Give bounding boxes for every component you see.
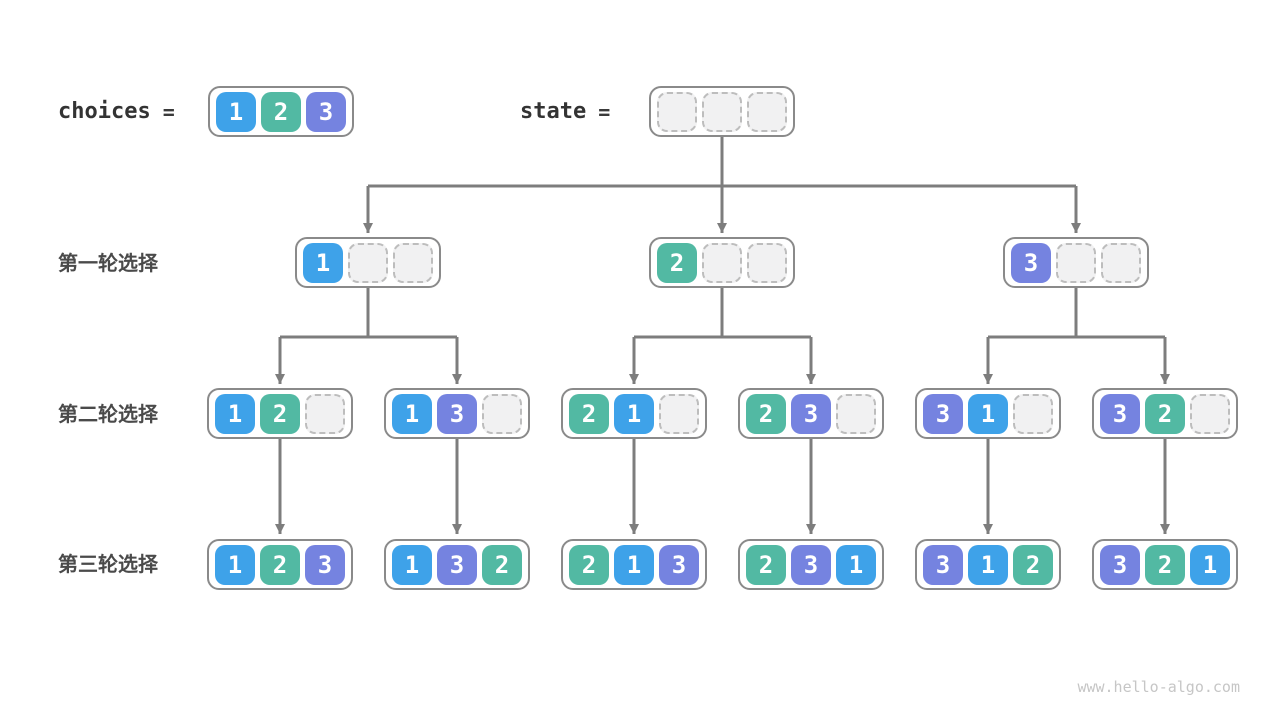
value-cell: 2 — [1013, 544, 1053, 585]
value-cell: 2 — [260, 393, 300, 434]
round-1-state-box: 3 — [1003, 237, 1149, 288]
empty-slot — [305, 393, 345, 434]
round-1-label: 第一轮选择 — [58, 251, 158, 275]
empty-slot — [657, 91, 697, 132]
empty-slot — [348, 242, 388, 283]
value-cell: 3 — [1011, 242, 1051, 283]
choices-label: choices — [58, 99, 151, 124]
empty-slot — [659, 393, 699, 434]
value-cell: 3 — [1100, 393, 1140, 434]
value-cell: 1 — [216, 91, 256, 132]
round-1-state-box: 1 — [295, 237, 441, 288]
empty-slot — [702, 91, 742, 132]
round-1-state-box: 2 — [649, 237, 795, 288]
value-cell: 2 — [1145, 393, 1185, 434]
watermark: www.hello-algo.com — [1077, 678, 1240, 696]
state-equals-sign: = — [598, 99, 611, 124]
value-cell: 3 — [659, 544, 699, 585]
round-3-label: 第三轮选择 — [58, 552, 158, 576]
state-label: state — [520, 99, 587, 124]
round-2-label: 第二轮选择 — [58, 402, 158, 426]
value-cell: 3 — [923, 544, 963, 585]
empty-slot — [747, 242, 787, 283]
empty-slot — [747, 91, 787, 132]
value-cell: 3 — [437, 393, 477, 434]
empty-slot — [1190, 393, 1230, 434]
value-cell: 2 — [261, 91, 301, 132]
value-cell: 1 — [215, 393, 255, 434]
value-cell: 2 — [746, 544, 786, 585]
value-cell: 2 — [569, 393, 609, 434]
state-box — [649, 86, 795, 137]
value-cell: 3 — [305, 544, 345, 585]
empty-slot — [1013, 393, 1053, 434]
value-cell: 1 — [836, 544, 876, 585]
choices-equals-sign: = — [162, 99, 175, 124]
empty-slot — [1101, 242, 1141, 283]
value-cell: 1 — [392, 544, 432, 585]
empty-slot — [1056, 242, 1096, 283]
value-cell: 1 — [968, 393, 1008, 434]
value-cell: 1 — [614, 544, 654, 585]
value-cell: 1 — [303, 242, 343, 283]
empty-slot — [836, 393, 876, 434]
value-cell: 1 — [215, 544, 255, 585]
value-cell: 3 — [437, 544, 477, 585]
value-cell: 1 — [968, 544, 1008, 585]
value-cell: 3 — [791, 393, 831, 434]
value-cell: 1 — [614, 393, 654, 434]
empty-slot — [702, 242, 742, 283]
state-label-group: state = — [520, 86, 610, 137]
value-cell: 1 — [1190, 544, 1230, 585]
value-cell: 3 — [791, 544, 831, 585]
empty-slot — [482, 393, 522, 434]
value-cell: 3 — [923, 393, 963, 434]
choices-label-group: choices = — [58, 86, 175, 137]
value-cell: 2 — [746, 393, 786, 434]
value-cell: 3 — [1100, 544, 1140, 585]
value-cell: 2 — [569, 544, 609, 585]
value-cell: 2 — [657, 242, 697, 283]
value-cell: 2 — [482, 544, 522, 585]
value-cell: 3 — [306, 91, 346, 132]
value-cell: 2 — [260, 544, 300, 585]
value-cell: 2 — [1145, 544, 1185, 585]
value-cell: 1 — [392, 393, 432, 434]
empty-slot — [393, 242, 433, 283]
